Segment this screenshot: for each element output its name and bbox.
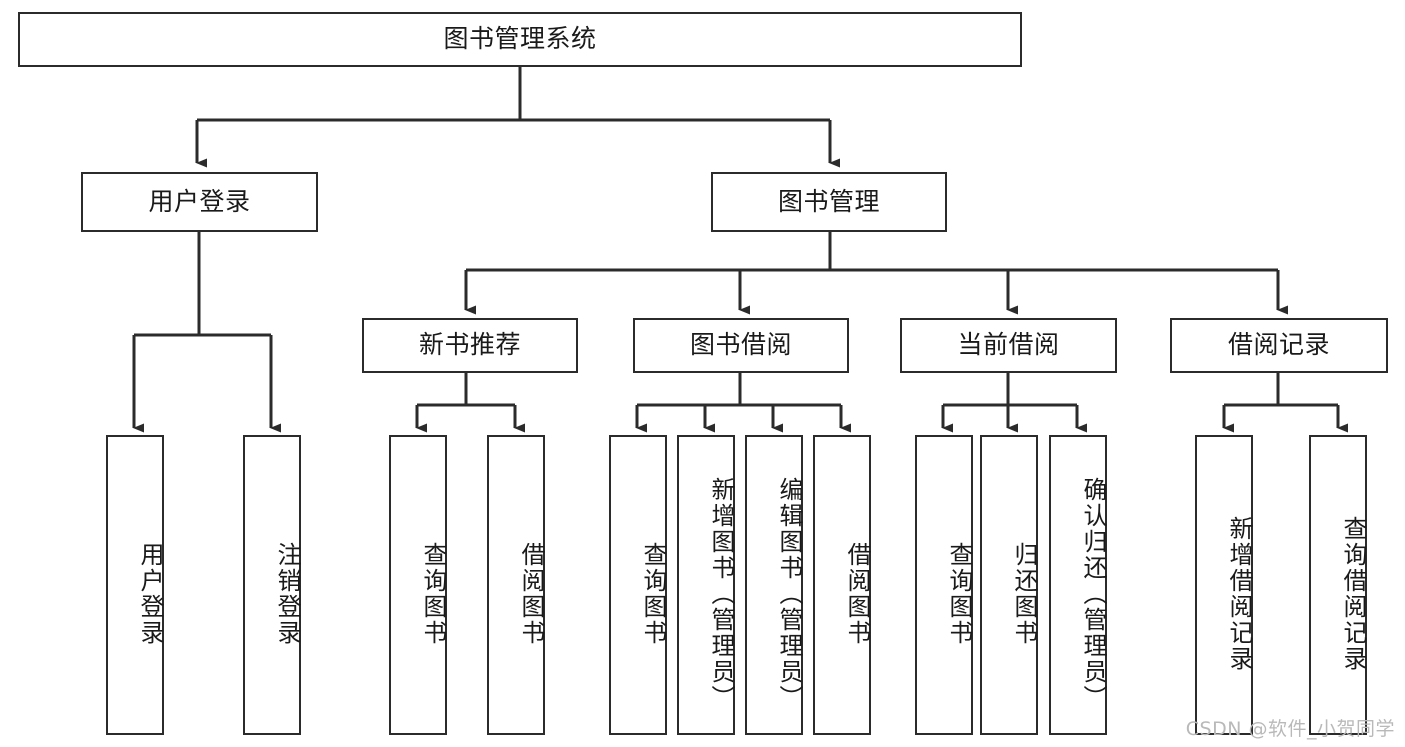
leaf-book-borrow-query[interactable]: 查询图书 — [609, 435, 667, 735]
leaf-book-borrow-add[interactable]: 新增图书（管理员） — [677, 435, 735, 735]
node-label: 当前借阅 — [957, 330, 1060, 360]
node-label: 图书管理 — [777, 186, 880, 216]
leaf-borrow-record-add[interactable]: 新增借阅记录 — [1195, 435, 1253, 735]
leaf-user-login-login[interactable]: 用户登录 — [106, 435, 164, 735]
leaf-new-book-query[interactable]: 查询图书 — [389, 435, 447, 735]
leaf-current-borrow-return[interactable]: 归还图书 — [980, 435, 1038, 735]
node-label: 新书推荐 — [418, 330, 521, 360]
node-label: 借阅图书 — [843, 542, 871, 646]
node-current-borrow[interactable]: 当前借阅 — [900, 318, 1117, 373]
node-label: 新增借阅记录 — [1225, 516, 1253, 672]
node-label: 查询借阅记录 — [1339, 516, 1367, 672]
node-label: 注销登录 — [273, 542, 301, 646]
node-label: 查询图书 — [639, 542, 667, 646]
node-borrow-record[interactable]: 借阅记录 — [1170, 318, 1388, 373]
node-label: 新增图书（管理员） — [707, 477, 735, 711]
leaf-user-login-logout[interactable]: 注销登录 — [243, 435, 301, 735]
leaf-book-borrow-edit[interactable]: 编辑图书（管理员） — [745, 435, 803, 735]
leaf-current-borrow-confirm-return[interactable]: 确认归还（管理员） — [1049, 435, 1107, 735]
leaf-book-borrow-borrow[interactable]: 借阅图书 — [813, 435, 871, 735]
node-label: 查询图书 — [945, 542, 973, 646]
node-root-system[interactable]: 图书管理系统 — [18, 12, 1022, 67]
node-label: 借阅记录 — [1227, 330, 1330, 360]
node-user-login[interactable]: 用户登录 — [81, 172, 318, 232]
watermark-text: CSDN @软件_小贺同学 — [1185, 718, 1395, 740]
node-label: 归还图书 — [1010, 542, 1038, 646]
node-new-book-recommend[interactable]: 新书推荐 — [362, 318, 578, 373]
node-label: 用户登录 — [136, 542, 164, 646]
leaf-borrow-record-query[interactable]: 查询借阅记录 — [1309, 435, 1367, 735]
node-label: 用户登录 — [148, 186, 251, 216]
node-book-borrow[interactable]: 图书借阅 — [633, 318, 849, 373]
node-label: 查询图书 — [419, 542, 447, 646]
node-book-management[interactable]: 图书管理 — [711, 172, 947, 232]
leaf-current-borrow-query[interactable]: 查询图书 — [915, 435, 973, 735]
node-label: 借阅图书 — [517, 542, 545, 646]
node-label: 图书管理系统 — [443, 24, 597, 54]
node-label: 图书借阅 — [689, 330, 792, 360]
node-label: 编辑图书（管理员） — [775, 477, 803, 711]
leaf-new-book-borrow[interactable]: 借阅图书 — [487, 435, 545, 735]
node-label: 确认归还（管理员） — [1079, 477, 1107, 711]
